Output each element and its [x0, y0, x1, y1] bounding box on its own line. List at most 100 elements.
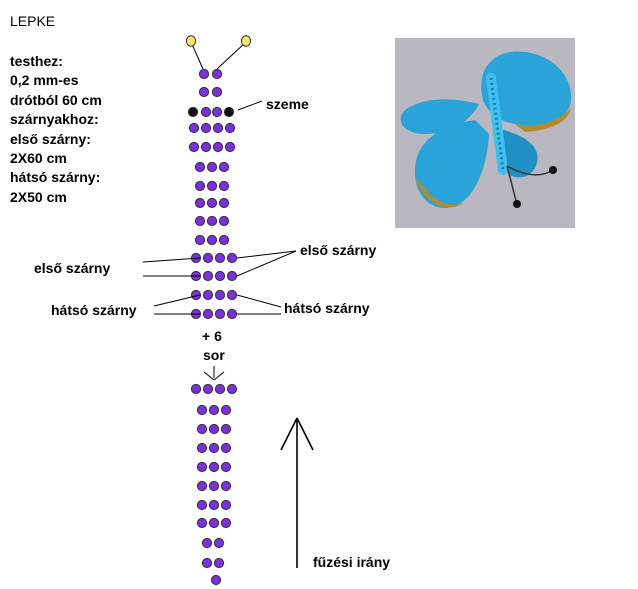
antenna-tip-bead	[240, 35, 252, 47]
note-line: 0,2 mm-es	[10, 72, 79, 89]
bead	[194, 161, 206, 173]
note-line: drótból 60 cm	[10, 91, 102, 108]
bead	[208, 423, 220, 435]
bead	[202, 308, 214, 320]
bead	[188, 122, 200, 134]
note-line: hátsó szárny:	[10, 169, 101, 186]
bead	[213, 537, 225, 549]
label-hind-wing-left: hátsó szárny	[51, 302, 137, 318]
label-rows-plus: + 6	[202, 328, 222, 344]
bead	[226, 289, 238, 301]
wire-requirements-notes: testhez: 0,2 mm-es drótból 60 cm szárnya…	[10, 52, 102, 207]
bead	[202, 383, 214, 395]
bead	[214, 289, 226, 301]
bead	[206, 197, 218, 209]
bead	[194, 215, 206, 227]
bead	[198, 86, 210, 98]
hind-wing-line	[236, 294, 282, 308]
bead	[201, 537, 213, 549]
bead	[198, 68, 210, 80]
bead	[196, 499, 208, 511]
bead	[214, 270, 226, 282]
bead	[226, 270, 238, 282]
bead	[201, 557, 213, 569]
bead	[218, 215, 230, 227]
note-line: 2X60 cm	[10, 149, 67, 166]
bead	[196, 404, 208, 416]
label-front-wing-right: első szárny	[300, 242, 377, 258]
butterfly-photo-illustration	[395, 38, 575, 228]
bead	[210, 574, 222, 586]
front-wing-line	[236, 250, 297, 259]
note-line: testhez:	[10, 53, 63, 69]
bead	[214, 383, 226, 395]
label-eyes: szeme	[266, 96, 309, 112]
note-line: szárnyakhoz:	[10, 111, 99, 128]
bead	[190, 289, 202, 301]
bead	[212, 141, 224, 153]
bead	[220, 442, 232, 454]
bead	[213, 557, 225, 569]
bead	[188, 141, 200, 153]
bead	[212, 122, 224, 134]
bead	[206, 215, 218, 227]
direction-arrow-head	[280, 417, 298, 451]
bead	[226, 383, 238, 395]
bead	[214, 252, 226, 264]
eyes-pointer-line	[237, 100, 263, 111]
bead	[196, 423, 208, 435]
bead	[214, 308, 226, 320]
bead	[200, 106, 212, 118]
bead	[218, 197, 230, 209]
bead	[196, 517, 208, 529]
eye-bead	[187, 106, 199, 118]
bead	[194, 197, 206, 209]
page-title: LEPKE	[10, 13, 56, 29]
antenna-line	[216, 41, 247, 70]
eye-bead	[223, 106, 235, 118]
bead	[226, 308, 238, 320]
bead	[196, 461, 208, 473]
bead	[220, 423, 232, 435]
note-line: első szárny:	[10, 130, 91, 147]
bead	[218, 234, 230, 246]
bead	[220, 499, 232, 511]
bead	[206, 161, 218, 173]
label-hind-wing-right: hátsó szárny	[284, 300, 370, 316]
bead	[220, 404, 232, 416]
front-wing-line	[236, 250, 297, 277]
bead	[226, 252, 238, 264]
bead	[206, 234, 218, 246]
bead	[220, 461, 232, 473]
finished-butterfly-photo	[395, 38, 575, 228]
bead	[196, 480, 208, 492]
rows-arrow-head	[213, 371, 225, 381]
bead	[208, 517, 220, 529]
bead	[194, 180, 206, 192]
bead	[218, 180, 230, 192]
hind-wing-line	[153, 294, 201, 307]
bead	[220, 517, 232, 529]
bead	[208, 404, 220, 416]
bead	[202, 289, 214, 301]
bead	[200, 141, 212, 153]
label-threading-direction: fűzési irány	[313, 554, 391, 570]
bead	[211, 68, 223, 80]
bead	[211, 86, 223, 98]
bead	[211, 106, 223, 118]
antenna-line	[190, 41, 204, 70]
bead	[196, 442, 208, 454]
bead	[202, 270, 214, 282]
direction-arrow-head	[296, 417, 314, 451]
bead	[190, 383, 202, 395]
bead	[224, 141, 236, 153]
label-front-wing-left: első szárny	[34, 260, 111, 276]
label-rows-word: sor	[203, 347, 225, 363]
bead	[208, 461, 220, 473]
bead	[202, 252, 214, 264]
bead	[208, 480, 220, 492]
bead	[220, 480, 232, 492]
antenna-tip-bead	[185, 35, 197, 47]
